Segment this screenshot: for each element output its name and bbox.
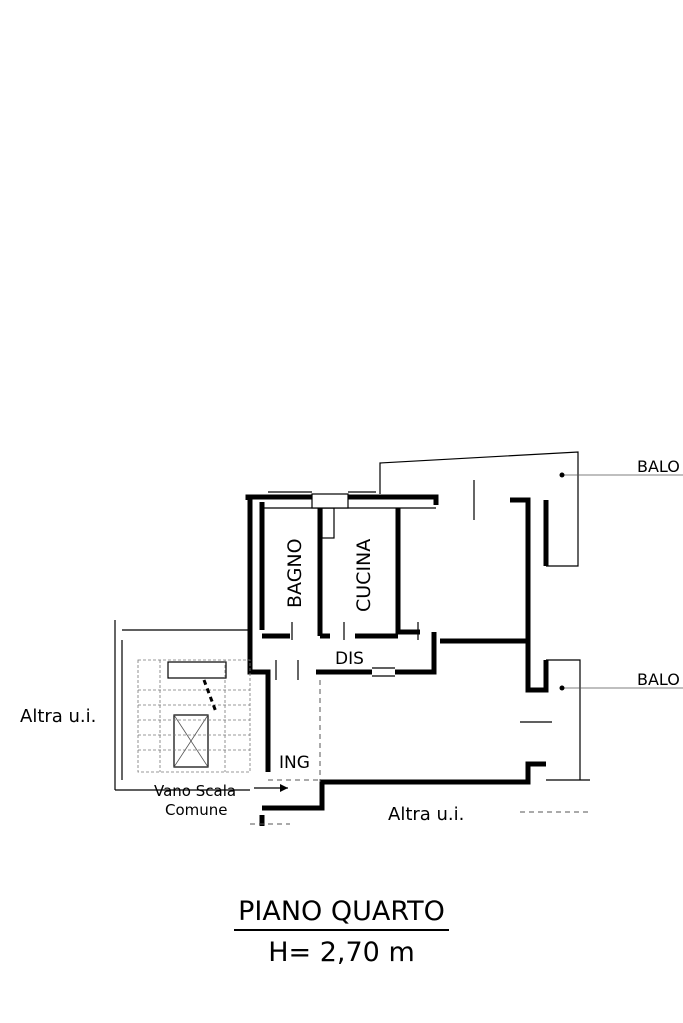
balcony-upper-outline xyxy=(379,451,683,567)
room-label-dis: DIS xyxy=(335,649,364,669)
plan-title-block: PIANO QUARTO H= 2,70 m xyxy=(0,896,683,969)
room-label-bagno: BAGNO xyxy=(284,538,306,608)
stairwell-label-line2: Comune xyxy=(165,801,228,819)
balcony-label-upper: BALO xyxy=(637,457,680,476)
plan-title: PIANO QUARTO xyxy=(234,896,449,932)
balcony-lower-outline xyxy=(520,659,683,781)
neighbor-label-left: Altra u.i. xyxy=(20,706,96,727)
room-label-cucina: CUCINA xyxy=(353,539,375,612)
ceiling-height: H= 2,70 m xyxy=(268,937,415,969)
neighbor-label-bottom: Altra u.i. xyxy=(388,804,464,825)
room-label-ing: ING xyxy=(279,753,310,773)
apartment-walls xyxy=(245,480,549,826)
stairwell-drawing xyxy=(114,620,590,825)
stairwell-label-line1: Vano Scala xyxy=(154,782,236,800)
balcony-label-lower: BALO xyxy=(637,670,680,689)
